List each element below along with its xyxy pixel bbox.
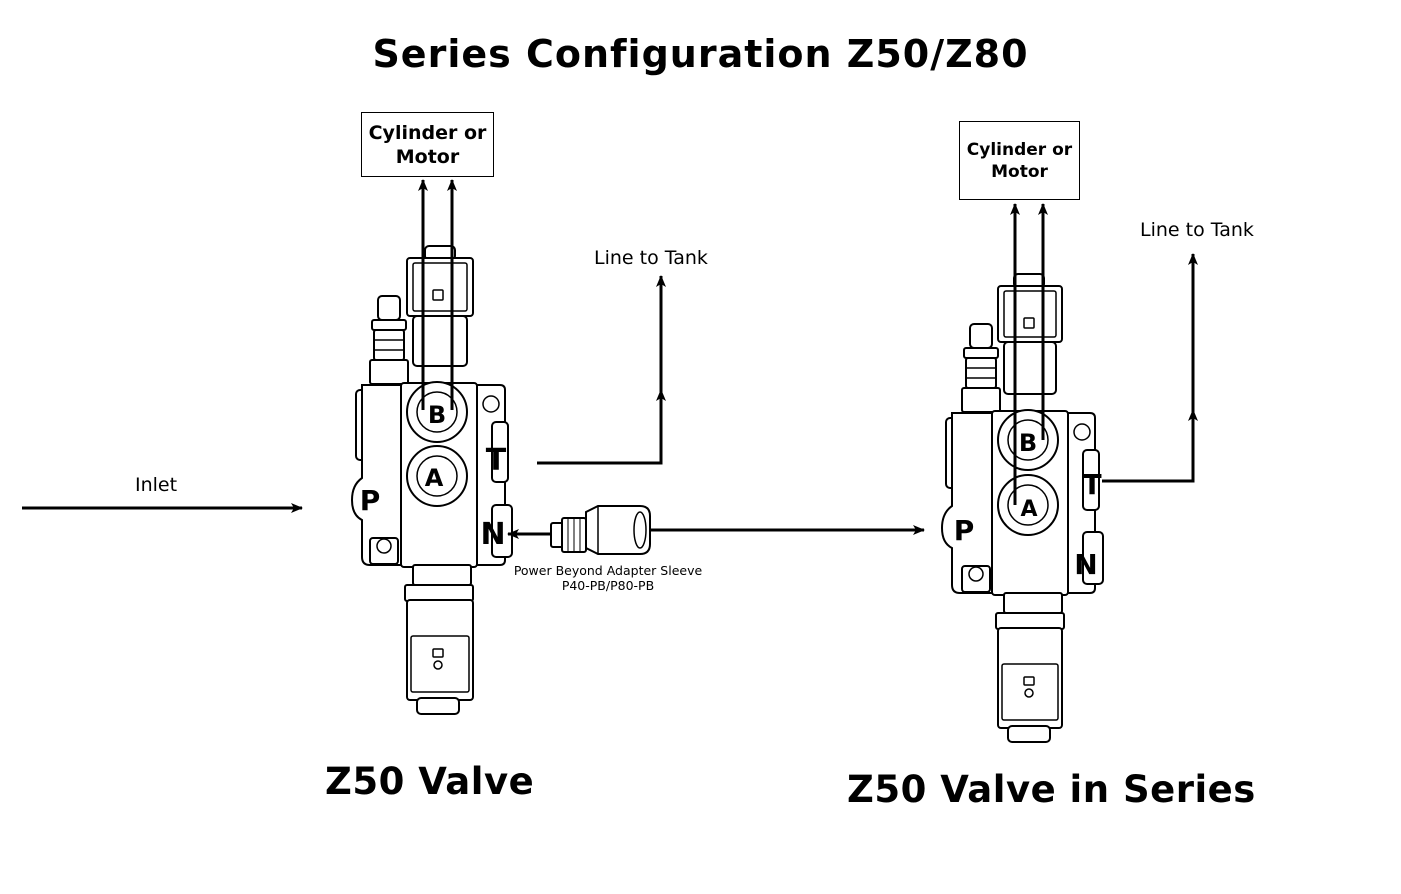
right-port-b: B <box>1019 429 1037 457</box>
page-title: Series Configuration Z50/Z80 <box>372 32 1029 76</box>
right-tank-line <box>1102 253 1198 483</box>
left-port-p: P <box>360 484 381 517</box>
left-port-t: T <box>486 443 507 478</box>
right-line-to-tank-label: Line to Tank <box>1140 219 1254 241</box>
right-valve-body <box>940 273 1104 743</box>
left-cylinder-motor-box: Cylinder or Motor <box>361 112 494 177</box>
left-valve-caption: Z50 Valve <box>325 760 535 803</box>
right-valve-caption: Z50 Valve in Series <box>847 768 1256 811</box>
right-cylinder-motor-box: Cylinder or Motor <box>959 121 1080 200</box>
right-port-p: P <box>954 514 975 547</box>
right-cylinder-line1: Cylinder or <box>966 139 1073 160</box>
inlet-label: Inlet <box>135 474 178 496</box>
right-port-n: N <box>1074 548 1097 581</box>
adapter-sleeve-label: Power Beyond Adapter Sleeve P40-PB/P80-P… <box>508 563 708 593</box>
left-port-b: B <box>428 401 446 429</box>
adapter-label-line1: Power Beyond Adapter Sleeve <box>513 563 703 578</box>
left-cylinder-line2: Motor <box>395 145 460 168</box>
adapter-label-line2: P40-PB/P80-PB <box>561 578 655 593</box>
left-port-a: A <box>425 464 444 492</box>
adapter-sleeve-icon <box>550 505 651 555</box>
left-line-to-tank-label: Line to Tank <box>594 247 708 269</box>
left-cylinder-line1: Cylinder or <box>368 121 487 144</box>
left-port-n: N <box>480 517 505 552</box>
right-port-a: A <box>1020 497 1037 522</box>
left-tank-line <box>537 275 666 465</box>
right-cylinder-line2: Motor <box>991 161 1048 182</box>
right-port-t: T <box>1082 468 1101 501</box>
